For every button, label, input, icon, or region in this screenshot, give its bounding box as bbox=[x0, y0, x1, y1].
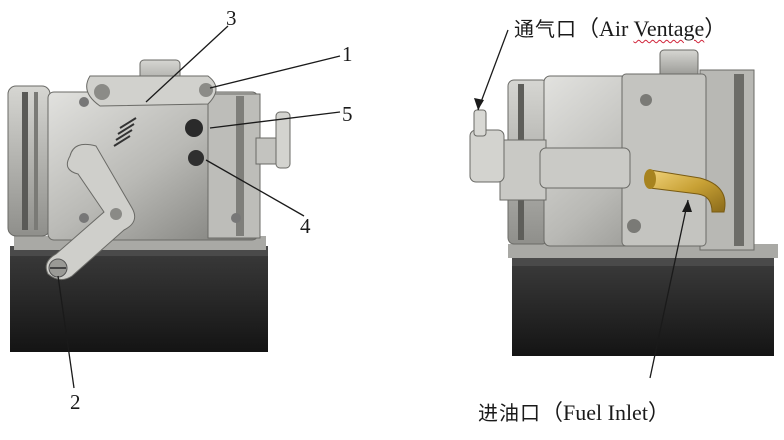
callout-4: 4 bbox=[300, 214, 311, 238]
fuel-inlet-label: 进油口（Fuel Inlet） bbox=[478, 400, 670, 425]
air-vent-cn: 通气口 bbox=[514, 19, 577, 41]
callout-3: 3 bbox=[226, 6, 237, 30]
air-vent-en-prefix: （Air bbox=[577, 16, 634, 41]
callout-1: 1 bbox=[342, 42, 353, 66]
right-leader-lines bbox=[474, 29, 692, 379]
callout-2: 2 bbox=[70, 390, 81, 414]
right-carburetor-photo bbox=[469, 49, 778, 356]
air-vent-label: 通气口（Air Ventage） bbox=[514, 16, 727, 41]
air-vent-en-close: ） bbox=[704, 16, 727, 41]
left-carburetor-photo bbox=[7, 59, 291, 352]
left-leader-lines bbox=[57, 25, 341, 389]
air-vent-en-word: Ventage bbox=[633, 16, 705, 41]
fuel-inlet-en: （Fuel Inlet） bbox=[541, 400, 670, 425]
fuel-inlet-cn: 进油口 bbox=[478, 403, 541, 425]
callout-5: 5 bbox=[342, 102, 353, 126]
